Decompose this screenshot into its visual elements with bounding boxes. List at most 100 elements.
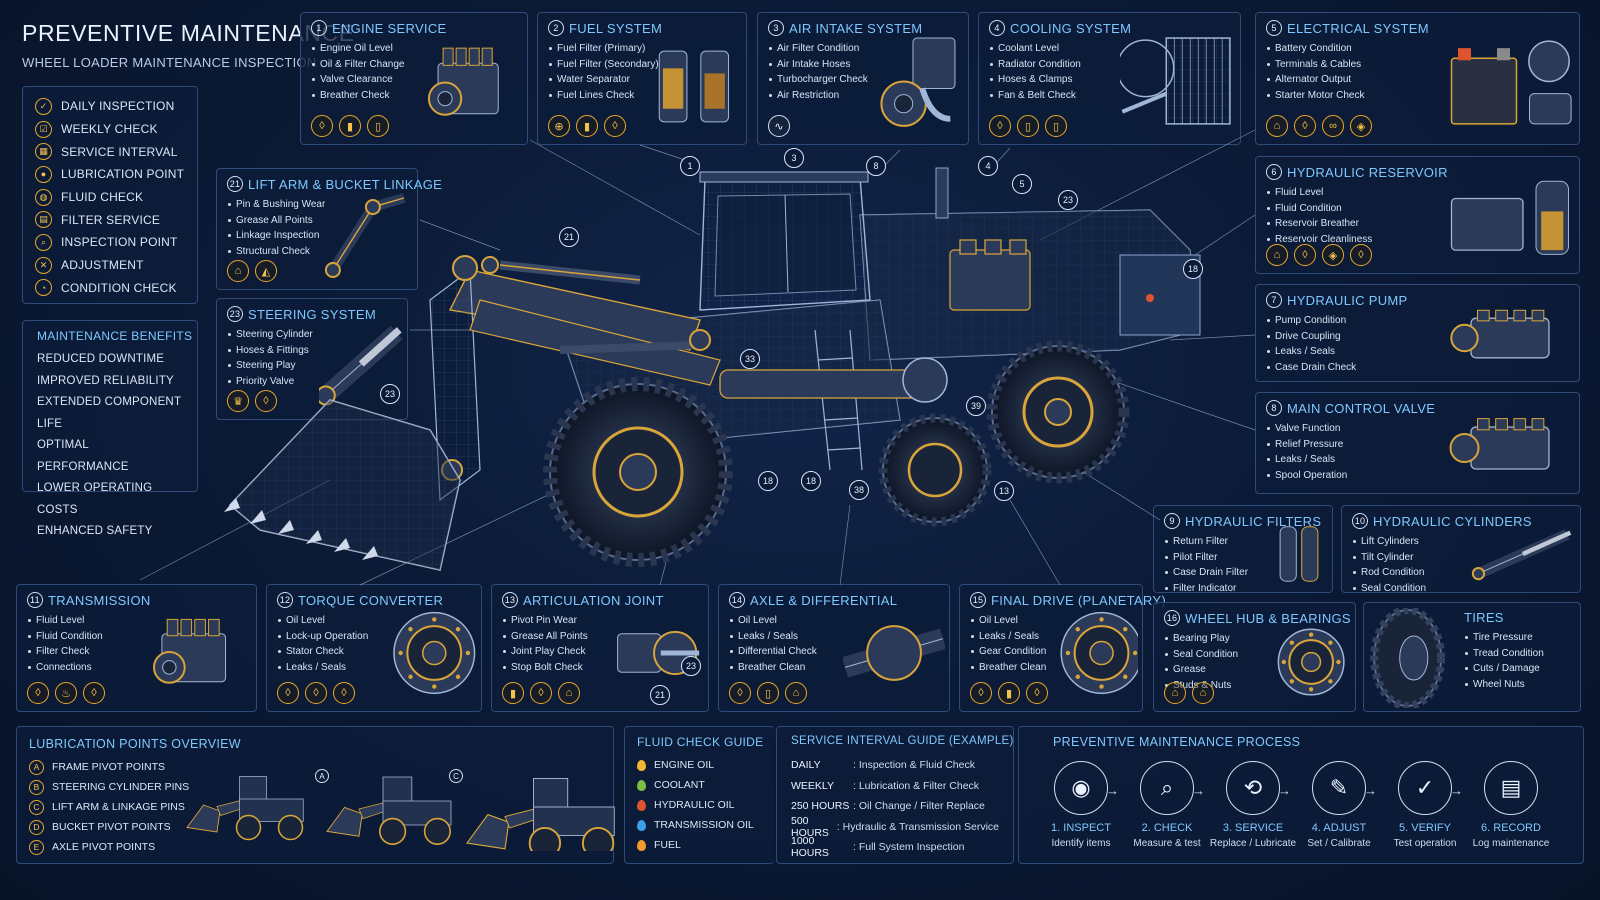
checklist-item: Leaks / Seals [729,629,939,645]
callout-marker: 18 [801,471,821,491]
calendar-check-icon: ☑ [35,120,52,138]
service-symbol-icon: ⌂ [558,682,580,704]
checklist-item: Valve Function [1266,421,1569,437]
process-arrow-icon: → [1192,783,1205,798]
checklist-item: Leaks / Seals [1266,344,1569,360]
fluid-item: ENGINE OIL [637,755,762,775]
converter-component-illustration [393,611,476,695]
checklist-item: Fuel Lines Check [548,88,736,104]
fluid-drop-icon [637,799,646,811]
liftarm-icon-row: ⌂◭ [227,260,277,282]
checklist-item: Pivot Pin Wear [502,613,698,629]
legend-label: DAILY INSPECTION [61,99,175,114]
service-symbol-icon: ◊ [604,115,626,137]
process-step-label: 5. VERIFY [1399,822,1451,834]
steering-number: 23 [227,306,243,322]
callout-marker: 33 [740,349,760,369]
service-symbol-icon: ◊ [83,682,105,704]
callout-marker: 13 [994,481,1014,501]
checklist-item: Grease All Points [227,213,407,229]
converter-icon-row: ◊◊◊ [277,682,355,704]
reservoir-icon-row: ⌂◊◈◊ [1266,244,1372,266]
legend-item: ▤FILTER SERVICE [35,208,185,231]
service-symbol-icon: ♨ [55,682,77,704]
checklist-item: Pump Condition [1266,313,1569,329]
service-symbol-icon: ⌂ [1266,244,1288,266]
engine-component-illustration [427,47,499,116]
axle-number: 14 [729,592,745,608]
finaldrive-component-illustration [1060,611,1138,695]
process-step-desc: Log maintenance [1472,838,1550,849]
fluid-label: HYDRAULIC OIL [654,799,735,811]
service-symbol-icon: ▯ [1045,115,1067,137]
checklist-item: Lock-up Operation [277,629,471,645]
service-symbol-icon: ▮ [502,682,524,704]
process-step-desc: Test operation [1393,838,1457,849]
service-symbol-icon: ◊ [27,682,49,704]
checklist-item: Radiator Condition [989,57,1230,73]
checklist-item: Wheel Nuts [1464,677,1570,693]
checklist-item: Drive Coupling [1266,329,1569,345]
fluid-drop-icon [637,839,646,851]
fluid-label: COOLANT [654,779,705,791]
legend-item: ⌕INSPECTION POINT [35,231,185,254]
lubrication-label: STEERING CYLINDER PINS [52,781,190,793]
service-symbol-icon: ▮ [576,115,598,137]
checklist-item: Fan & Belt Check [989,88,1230,104]
process-step-label: 6. RECORD [1481,822,1541,834]
interval-row: 1000 HOURS: Full System Inspection [791,835,999,859]
checklist-item: Fluid Level [1266,185,1569,201]
air-icon-row: ∿ [768,115,790,137]
checklist-item: Breather Clean [729,660,939,676]
reservoir-title-text: HYDRAULIC RESERVOIR [1287,164,1448,180]
page-header: PREVENTIVE MAINTENANCE WHEEL LOADER MAIN… [22,20,355,70]
lubrication-letter: A [29,759,44,775]
service-symbol-icon: ◊ [255,390,277,412]
callout-marker: 1 [680,156,700,176]
electrical-icon-row: ⌂◊∞◈ [1266,115,1372,137]
interval-row: 250 HOURS: Oil Change / Filter Replace [791,796,999,817]
service-symbol-icon: ▯ [367,115,389,137]
service-symbol-icon: ∿ [768,115,790,137]
service-symbol-icon: ◊ [1294,244,1316,266]
loader-thumbnail [186,776,304,841]
checklist-item: Gear Condition [970,644,1132,660]
process-arrow-icon: → [1450,783,1463,798]
air-component-illustration [880,37,956,127]
interval-label: WEEKLY [791,779,834,792]
fluid-drop-icon [637,779,646,791]
electrical-number: 5 [1266,20,1282,36]
oil-drop-icon: ● [35,165,52,183]
valve-number: 8 [1266,400,1282,416]
checklist-item: Structural Check [227,244,407,260]
engine-number: 1 [311,20,327,36]
checklist-item: Tilt Cylinder [1352,550,1570,566]
checklist-item: Joint Play Check [502,644,698,660]
service-symbol-icon: ◊ [989,115,1011,137]
process-step-desc: Identify items [1051,838,1111,849]
converter-title-text: TORQUE CONVERTER [298,592,444,608]
fluid-label: TRANSMISSION OIL [654,819,754,831]
